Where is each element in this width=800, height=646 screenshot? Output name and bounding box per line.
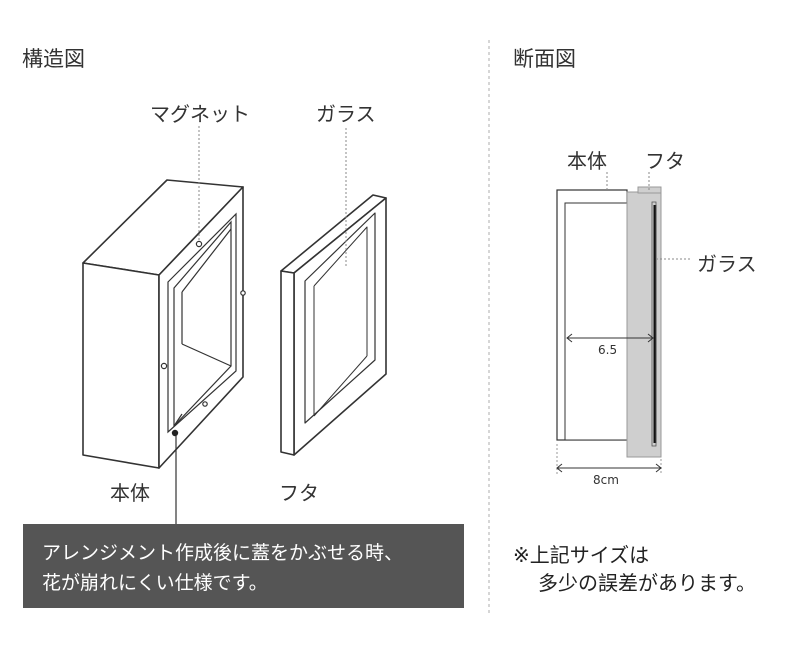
body-label: 本体: [110, 481, 150, 505]
body-left-face: [82, 262, 160, 469]
outer-dimension-label: 8cm: [593, 473, 619, 487]
section-drawing: [556, 172, 690, 474]
lid-glass-area: [304, 212, 376, 424]
section-glass-label: ガラス: [697, 252, 757, 276]
lid-drawing: [280, 194, 387, 456]
lid-label: フタ: [279, 481, 319, 505]
structure-title: 構造図: [22, 47, 85, 71]
body-opening: [167, 212, 237, 434]
callout-anchor-dot: [171, 429, 179, 437]
section-body-inner: [564, 202, 628, 441]
size-note-line-1: ※上記サイズは: [513, 543, 650, 567]
size-note-line-2: 多少の誤差があります。: [538, 571, 756, 595]
callout-line-2: 花が崩れにくい仕様です。: [42, 572, 268, 594]
callout-line-1: アレンジメント作成後に蓋をかぶせる時、: [42, 542, 404, 564]
magnet-dots: [160, 240, 246, 407]
feature-callout: アレンジメント作成後に蓋をかぶせる時、 花が崩れにくい仕様です。: [23, 524, 464, 608]
section-lid-label: フタ: [645, 149, 685, 173]
magnet-label: マグネット: [150, 102, 250, 126]
section-title: 断面図: [513, 47, 576, 71]
lid-left-edge: [280, 270, 295, 456]
section-body-label: 本体: [567, 149, 607, 173]
glass-label: ガラス: [316, 102, 376, 126]
inner-dimension-label: 6.5: [598, 343, 618, 357]
